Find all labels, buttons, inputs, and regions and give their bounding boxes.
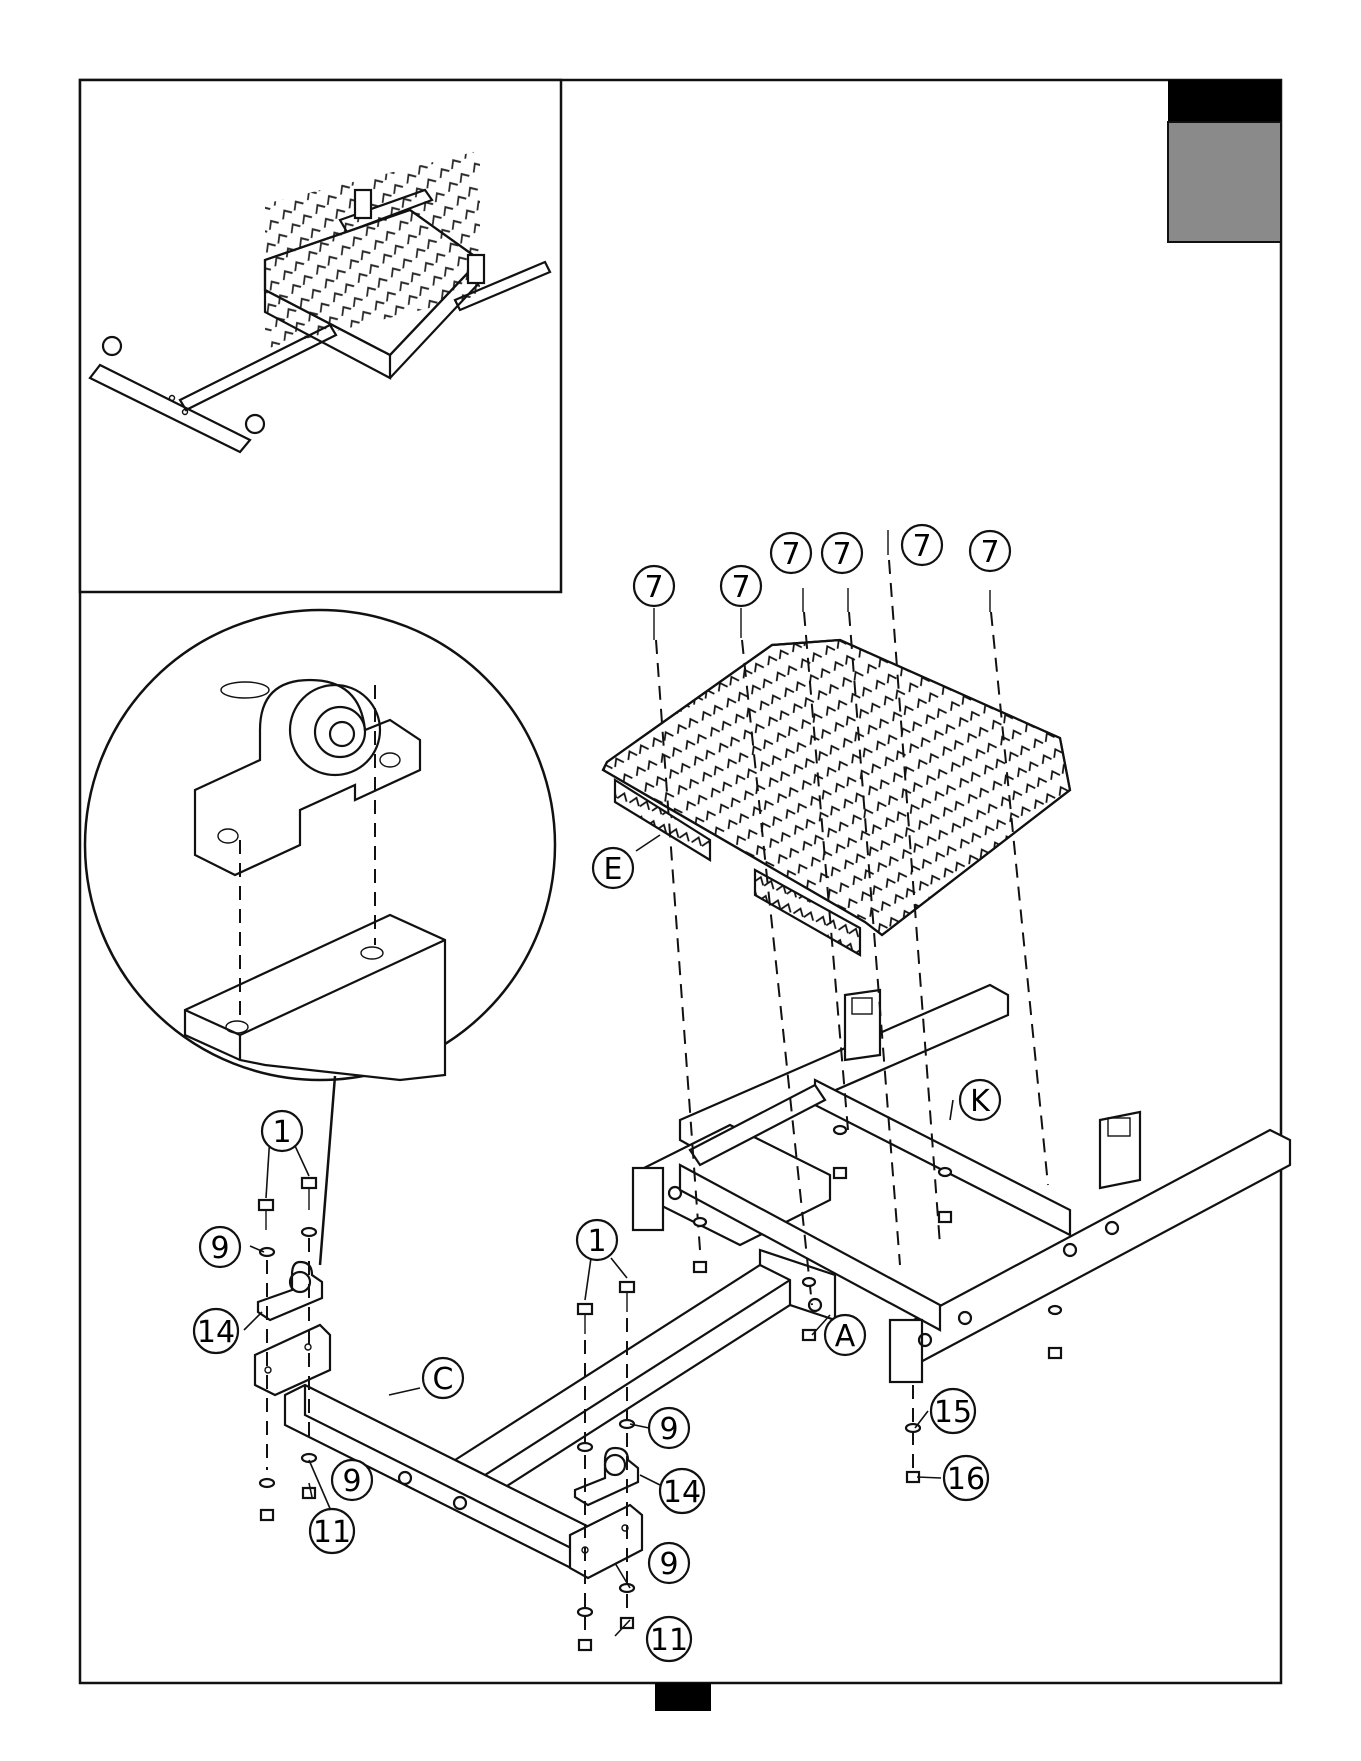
callout-A: A (825, 1315, 865, 1355)
svg-text:14: 14 (663, 1475, 701, 1510)
svg-text:K: K (970, 1084, 991, 1119)
callout-16: 16 (944, 1456, 988, 1500)
callout-7-f: 7 (970, 531, 1010, 571)
callout-9-c: 9 (332, 1460, 372, 1500)
callout-K: K (960, 1080, 1000, 1120)
svg-text:9: 9 (342, 1464, 361, 1499)
svg-text:11: 11 (313, 1515, 351, 1550)
svg-text:9: 9 (210, 1231, 229, 1266)
svg-text:7: 7 (731, 570, 750, 605)
callout-7-e: 7 (902, 525, 942, 565)
callout-1-a: 1 (262, 1111, 302, 1151)
svg-text:7: 7 (980, 535, 999, 570)
svg-text:1: 1 (272, 1115, 291, 1150)
callout-9-d: 9 (649, 1543, 689, 1583)
svg-text:7: 7 (832, 537, 851, 572)
callout-E: E (593, 848, 633, 888)
svg-text:9: 9 (659, 1547, 678, 1582)
callout-7-d: 7 (822, 533, 862, 573)
callout-1-b: 1 (577, 1220, 617, 1260)
callout-14-a: 14 (194, 1309, 238, 1353)
callout-7-a: 7 (634, 566, 674, 606)
callout-7-b: 7 (721, 566, 761, 606)
bearing-detail-circle (85, 610, 555, 1265)
callout-14-b: 14 (660, 1469, 704, 1513)
svg-text:E: E (604, 852, 623, 887)
svg-text:A: A (835, 1319, 856, 1354)
svg-text:14: 14 (197, 1315, 235, 1350)
svg-text:C: C (433, 1362, 454, 1397)
svg-text:9: 9 (659, 1412, 678, 1447)
callout-9-b: 9 (649, 1408, 689, 1448)
callout-11-a: 11 (310, 1509, 354, 1553)
svg-text:15: 15 (934, 1395, 972, 1430)
svg-text:11: 11 (650, 1623, 688, 1658)
callout-C: C (423, 1358, 463, 1398)
callout-15: 15 (931, 1389, 975, 1433)
callout-11-b: 11 (647, 1617, 691, 1661)
svg-text:7: 7 (644, 570, 663, 605)
section-tab (1168, 80, 1281, 242)
page-number-tab (655, 1683, 711, 1711)
svg-text:1: 1 (587, 1224, 606, 1259)
callout-7-c: 7 (771, 533, 811, 573)
svg-text:16: 16 (947, 1462, 985, 1497)
svg-text:7: 7 (781, 537, 800, 572)
callout-9-a: 9 (200, 1227, 240, 1267)
svg-text:7: 7 (912, 529, 931, 564)
overview-inset (80, 80, 561, 592)
